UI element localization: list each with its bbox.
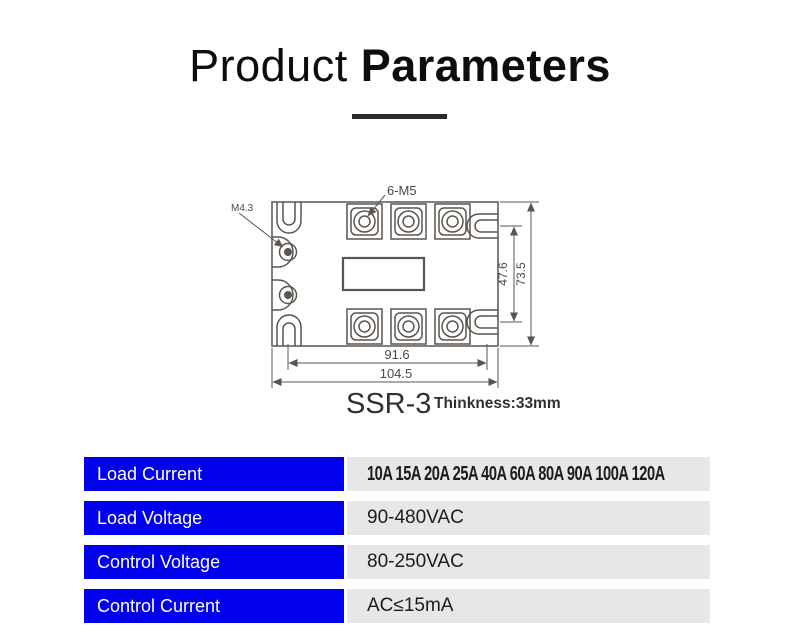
- row-value-control-voltage: 80-250VAC: [347, 545, 710, 579]
- product-diagram: 6-M5 M4.3 47.6 73.5 91.6 104.5 SSR-3 Thi…: [220, 168, 600, 424]
- terminal-top-3: [434, 203, 471, 240]
- dimension-extension-lines-right: [500, 201, 539, 347]
- terminal-thread-label: 6-M5: [387, 183, 417, 198]
- dimension-label-outer-height: 73.5: [514, 262, 528, 286]
- table-row: Control Voltage 80-250VAC: [84, 545, 710, 579]
- terminal-bottom-1: [346, 308, 383, 345]
- page-title-bold: Parameters: [360, 40, 611, 91]
- page-title: Product Parameters: [0, 40, 800, 92]
- side-hole-label: M4.3: [231, 203, 254, 214]
- row-label-load-current: Load Current: [84, 457, 344, 491]
- page-title-regular: Product: [189, 40, 348, 91]
- row-seam: [344, 457, 347, 491]
- row-value-control-current: AC≤15mA: [347, 589, 710, 623]
- row-value-load-current: 10A 15A 20A 25A 40A 60A 80A 90A 100A 120…: [347, 457, 710, 491]
- leader-line-6m5: [367, 194, 386, 217]
- row-value-load-voltage: 90-480VAC: [347, 501, 710, 535]
- mounting-slot-top-right: [466, 213, 498, 239]
- terminal-bottom-2: [390, 308, 427, 345]
- leader-line-side-hole: [238, 212, 284, 248]
- title-underline: [352, 114, 447, 119]
- table-row: Load Current 10A 15A 20A 25A 40A 60A 80A…: [84, 457, 710, 491]
- terminal-top-1: [346, 203, 383, 240]
- ssr-dimension-drawing-svg: 6-M5 M4.3 47.6 73.5 91.6 104.5 SSR-3 Thi…: [231, 183, 561, 420]
- row-seam: [344, 501, 347, 535]
- row-seam: [344, 589, 347, 623]
- terminal-top-2: [390, 203, 427, 240]
- mounting-slot-bottom-left: [276, 314, 302, 346]
- terminal-bottom-3: [434, 308, 471, 345]
- dimension-label-inner-width: 91.6: [384, 347, 409, 362]
- table-row: Load Voltage 90-480VAC: [84, 501, 710, 535]
- row-label-control-current: Control Current: [84, 589, 344, 623]
- parameters-table: Load Current 10A 15A 20A 25A 40A 60A 80A…: [84, 457, 710, 633]
- mounting-slot-top-left: [276, 202, 302, 234]
- row-label-load-voltage: Load Voltage: [84, 501, 344, 535]
- thickness-label: Thinkness:33mm: [434, 395, 561, 412]
- side-hole-upper: [272, 236, 298, 268]
- dimension-label-outer-width: 104.5: [380, 366, 413, 381]
- model-label: SSR-3: [346, 388, 431, 420]
- row-label-control-voltage: Control Voltage: [84, 545, 344, 579]
- dimension-extension-lines-bottom: [271, 344, 499, 388]
- dimension-label-inner-height: 47.6: [496, 262, 510, 286]
- side-hole-lower: [272, 279, 298, 311]
- center-label-window: [341, 256, 426, 292]
- table-row: Control Current AC≤15mA: [84, 589, 710, 623]
- relay-body-outline: [271, 201, 499, 347]
- mounting-slot-bottom-right: [466, 309, 498, 335]
- row-seam: [344, 545, 347, 579]
